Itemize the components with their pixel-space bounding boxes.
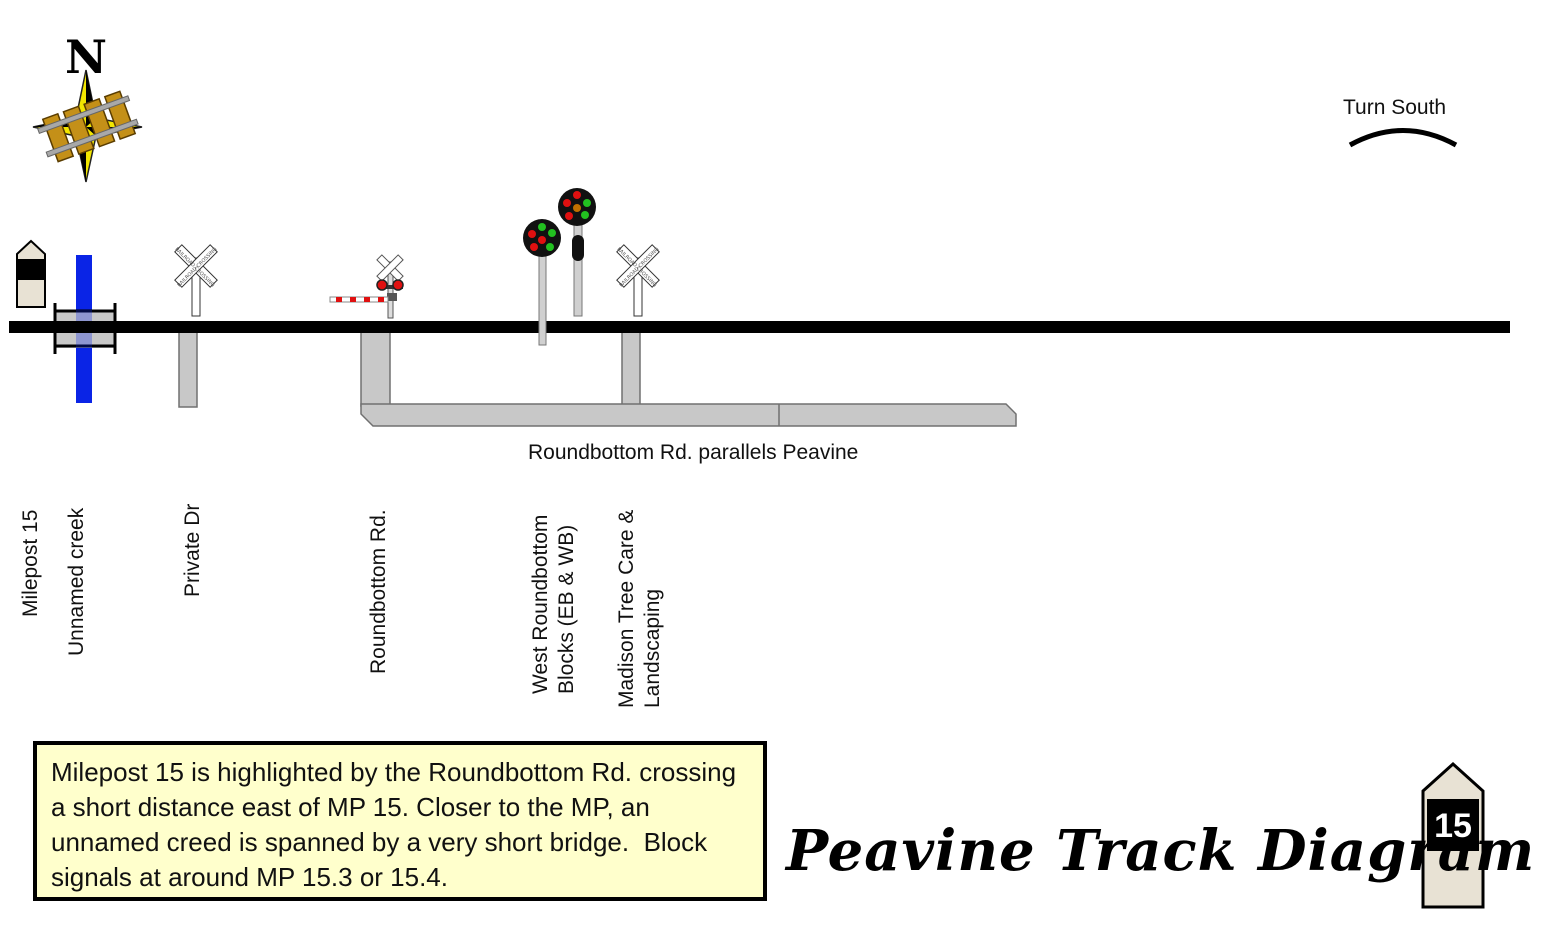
roads: [178, 330, 1017, 427]
milepost-sign-number: 15: [1434, 807, 1472, 845]
block-signal-icon: [523, 188, 596, 346]
feature-label-private-dr: Private Dr: [181, 503, 204, 597]
crossbuck-icon: RAILROAD CROSSING RAILROAD CROSSING: [174, 244, 219, 317]
main-track: [9, 321, 1510, 333]
compass-rose-icon: N: [32, 30, 143, 183]
turn-south-label: Turn South: [1343, 96, 1447, 119]
road-parallel-label: Roundbottom Rd. parallels Peavine: [528, 441, 859, 464]
description-note-text: Milepost 15 is highlighted by the Roundb…: [51, 757, 744, 892]
turn-arc-icon: [1348, 128, 1458, 148]
feature-label-milepost: Milepost 15: [19, 509, 42, 617]
feature-label-roundbottom-rd: Roundbottom Rd.: [367, 509, 390, 674]
feature-label-madison: Madison Tree Care & Landscaping: [615, 509, 664, 708]
milepost-marker-icon: [16, 239, 46, 308]
private-dr-road: [178, 330, 198, 408]
crossing-gate-icon: [329, 254, 404, 319]
milepost-sign-icon: 15: [1421, 761, 1485, 909]
roundbottom-rd-road: [360, 330, 391, 407]
diagram-title: Peavine Track Diagram: [786, 818, 1536, 884]
crossbuck-icon: RAILROAD CROSSING RAILROAD CROSSING: [616, 244, 661, 317]
feature-label-creek: Unnamed creek: [65, 507, 88, 656]
parallel-road: [360, 403, 1017, 427]
description-note-box: Milepost 15 is highlighted by the Roundb…: [33, 741, 767, 901]
feature-label-signals: West Roundbottom Blocks (EB & WB): [529, 514, 578, 694]
madison-drive-road: [621, 330, 641, 407]
